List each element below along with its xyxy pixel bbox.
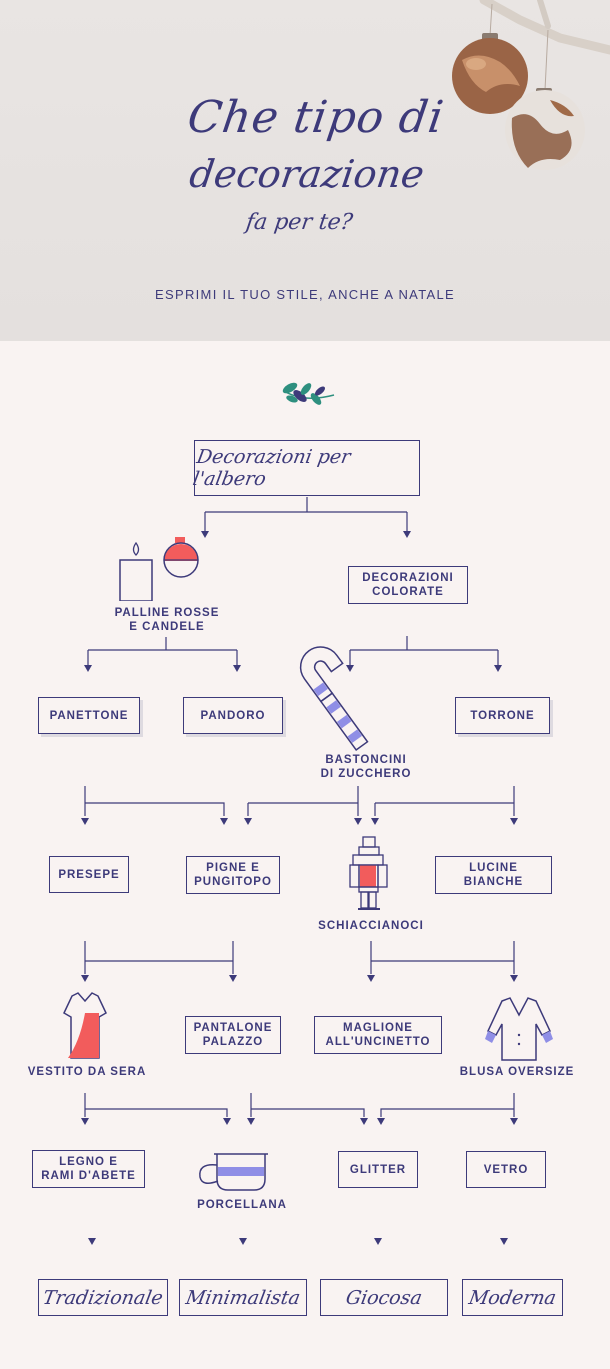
label-vestito-da-sera: VESTITO DA SERA xyxy=(27,1066,147,1078)
box-lucine-bianche: LUCINE BIANCHE xyxy=(435,856,552,894)
result-tradizionale: Tradizionale xyxy=(38,1279,168,1316)
start-box: Decorazioni per l'albero xyxy=(191,440,420,496)
label-porcellana: PORCELLANA xyxy=(197,1199,287,1211)
box-maglione: MAGLIONE ALL'UNCINETTO xyxy=(314,1016,442,1054)
subtitle: ESPRIMI IL TUO STILE, ANCHE A NATALE xyxy=(155,287,455,302)
title-line-1: Che tipo di xyxy=(184,92,448,143)
title-line-2: decorazione xyxy=(186,152,427,196)
box-vetro: VETRO xyxy=(466,1151,546,1188)
label-schiaccianoci: SCHIACCIANOCI xyxy=(318,920,424,932)
red-ornament-icon xyxy=(163,537,199,578)
box-legno: LEGNO E RAMI D'ABETE xyxy=(32,1150,145,1188)
flow-diagram: Decorazioni per l'albero PALLINE ROSSE E… xyxy=(0,341,610,1369)
box-torrone: TORRONE xyxy=(455,697,550,734)
ornaments-branch-photo xyxy=(452,0,610,170)
candle-icon xyxy=(119,541,153,601)
title-line-3: fa per te? xyxy=(244,210,355,235)
blouse-icon xyxy=(485,997,553,1061)
candy-cane-icon xyxy=(299,646,369,752)
label-bastoncini: BASTONCINI DI ZUCCHERO xyxy=(320,754,412,780)
result-giocosa: Giocosa xyxy=(320,1279,448,1316)
connector-lines xyxy=(81,497,518,1245)
result-minimalista: Minimalista xyxy=(179,1279,307,1316)
label-blusa-oversize: BLUSA OVERSIZE xyxy=(459,1066,575,1078)
box-pandoro: PANDORO xyxy=(183,697,283,734)
box-pigne: PIGNE E PUNGITOPO xyxy=(186,856,280,894)
result-moderna: Moderna xyxy=(462,1279,563,1316)
teacup-icon xyxy=(199,1153,268,1191)
label-palline-rosse: PALLINE ROSSE E CANDELE xyxy=(114,607,220,633)
box-presepe: PRESEPE xyxy=(49,856,129,893)
leaf-sprig-icon xyxy=(282,382,335,405)
box-glitter: GLITTER xyxy=(338,1151,418,1188)
box-panettone: PANETTONE xyxy=(38,697,140,734)
box-pantalone-palazzo: PANTALONE PALAZZO xyxy=(185,1016,281,1054)
nutcracker-icon xyxy=(349,836,388,910)
hero-banner: Che tipo di decorazione fa per te? ESPRI… xyxy=(0,0,610,341)
dress-icon xyxy=(63,992,107,1059)
box-decorazioni-colorate: DECORAZIONI COLORATE xyxy=(348,566,468,604)
